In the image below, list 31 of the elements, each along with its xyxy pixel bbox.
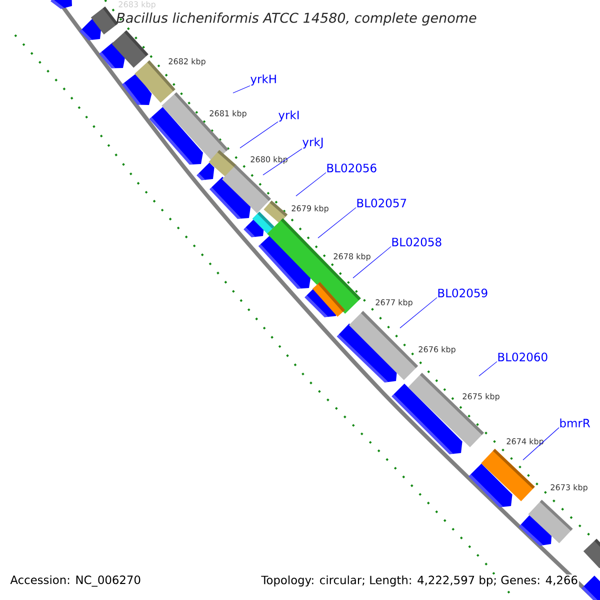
footer-text: Topology: circular; Length: 4,222,597 bp; Genes: 4,266: [260, 574, 579, 588]
leader-line: [318, 207, 356, 238]
tick-label: 2673 kbp: [550, 484, 588, 492]
tick-label: 2675 kbp: [462, 393, 500, 401]
leader-line: [522, 427, 560, 460]
leader-line: [262, 148, 302, 176]
title: Bacillus licheniformis ATCC 14580, complete genome: [116, 12, 476, 26]
tick-label: 2680 kbp: [250, 156, 288, 164]
tick-label: 2677 kbp: [376, 299, 412, 307]
gene-label: yrkI: [278, 110, 299, 122]
gene-label: bmrR: [560, 418, 590, 428]
gene-label: yrkJ: [302, 137, 323, 149]
tick-label: 2678 kbp: [334, 253, 370, 261]
leader-line: [232, 85, 250, 94]
gene-label: BL02057: [357, 198, 406, 208]
leader-line: [478, 361, 498, 376]
tick-label: 2681 kbp: [210, 110, 246, 118]
tick-label: 2676 kbp: [418, 346, 456, 354]
tick-label: 2682 kbp: [168, 58, 206, 66]
gene-label: BL02056: [327, 164, 376, 172]
footer-text: Accession: NC_006270: [9, 574, 142, 588]
tick-label: 2679 kbp: [292, 205, 328, 213]
gene-label: BL02059: [438, 288, 488, 298]
leader-line: [400, 297, 438, 328]
leader-line: [240, 121, 278, 148]
tick-label: 2674 kbp: [506, 438, 544, 446]
gene-label: yrkH: [250, 74, 276, 86]
gene-label: BL02060: [498, 352, 548, 362]
leader-line: [352, 246, 392, 278]
leader-line: [296, 172, 326, 196]
gene-label: BL02058: [392, 238, 442, 246]
